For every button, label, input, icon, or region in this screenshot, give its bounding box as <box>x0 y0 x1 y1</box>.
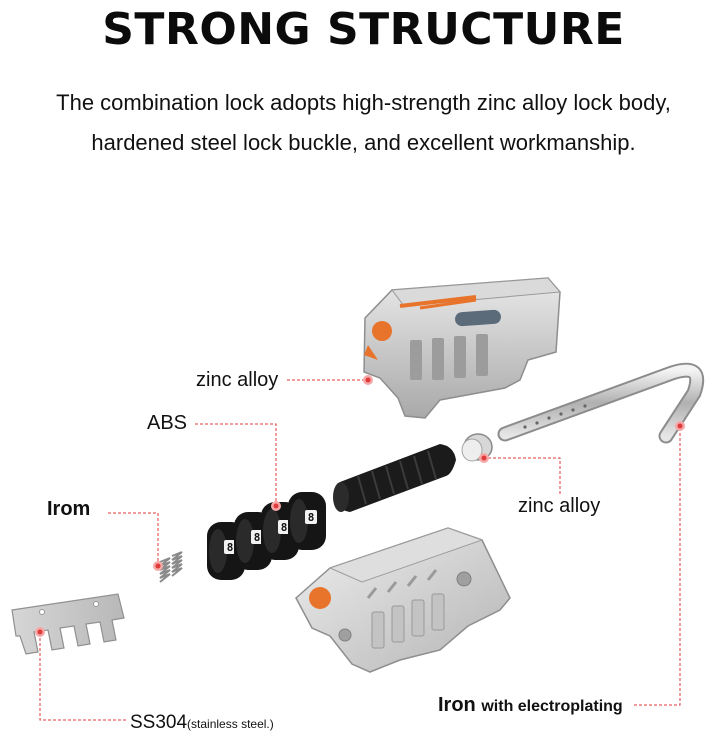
combination-dials: 8 8 8 8 <box>207 492 326 580</box>
svg-text:8: 8 <box>254 531 261 544</box>
label-irom: Irom <box>47 498 91 520</box>
abs-cylinder <box>333 444 456 512</box>
label-zinc-alloy-right: zinc alloy <box>518 495 601 517</box>
top-lock-body <box>363 277 562 419</box>
svg-text:8: 8 <box>227 541 234 554</box>
shackle <box>497 362 705 444</box>
callout-dots <box>35 375 685 637</box>
label-ss304-main: SS304 <box>130 712 188 733</box>
description-line-1: The combination lock adopts high-strengt… <box>56 90 671 115</box>
label-abs: ABS <box>147 412 188 434</box>
stainless-plate <box>11 593 125 655</box>
bottom-lock-base <box>295 527 511 673</box>
label-iron: Iron with electroplating <box>438 694 623 717</box>
callout-lines <box>39 379 681 721</box>
label-zinc-alloy-top: zinc alloy <box>196 369 279 391</box>
svg-text:8: 8 <box>308 511 315 524</box>
page-title: STRONG STRUCTURE <box>102 4 625 55</box>
svg-text:8: 8 <box>281 521 288 534</box>
label-ss304: SS304(stainless steel.) <box>130 712 274 734</box>
label-iron-electroplating: with electroplating <box>481 698 623 715</box>
description-line-2: hardened steel lock buckle, and excellen… <box>91 130 636 155</box>
label-iron-main: Iron <box>438 694 476 716</box>
label-ss304-note: (stainless steel.) <box>187 717 274 731</box>
springs <box>159 551 183 583</box>
